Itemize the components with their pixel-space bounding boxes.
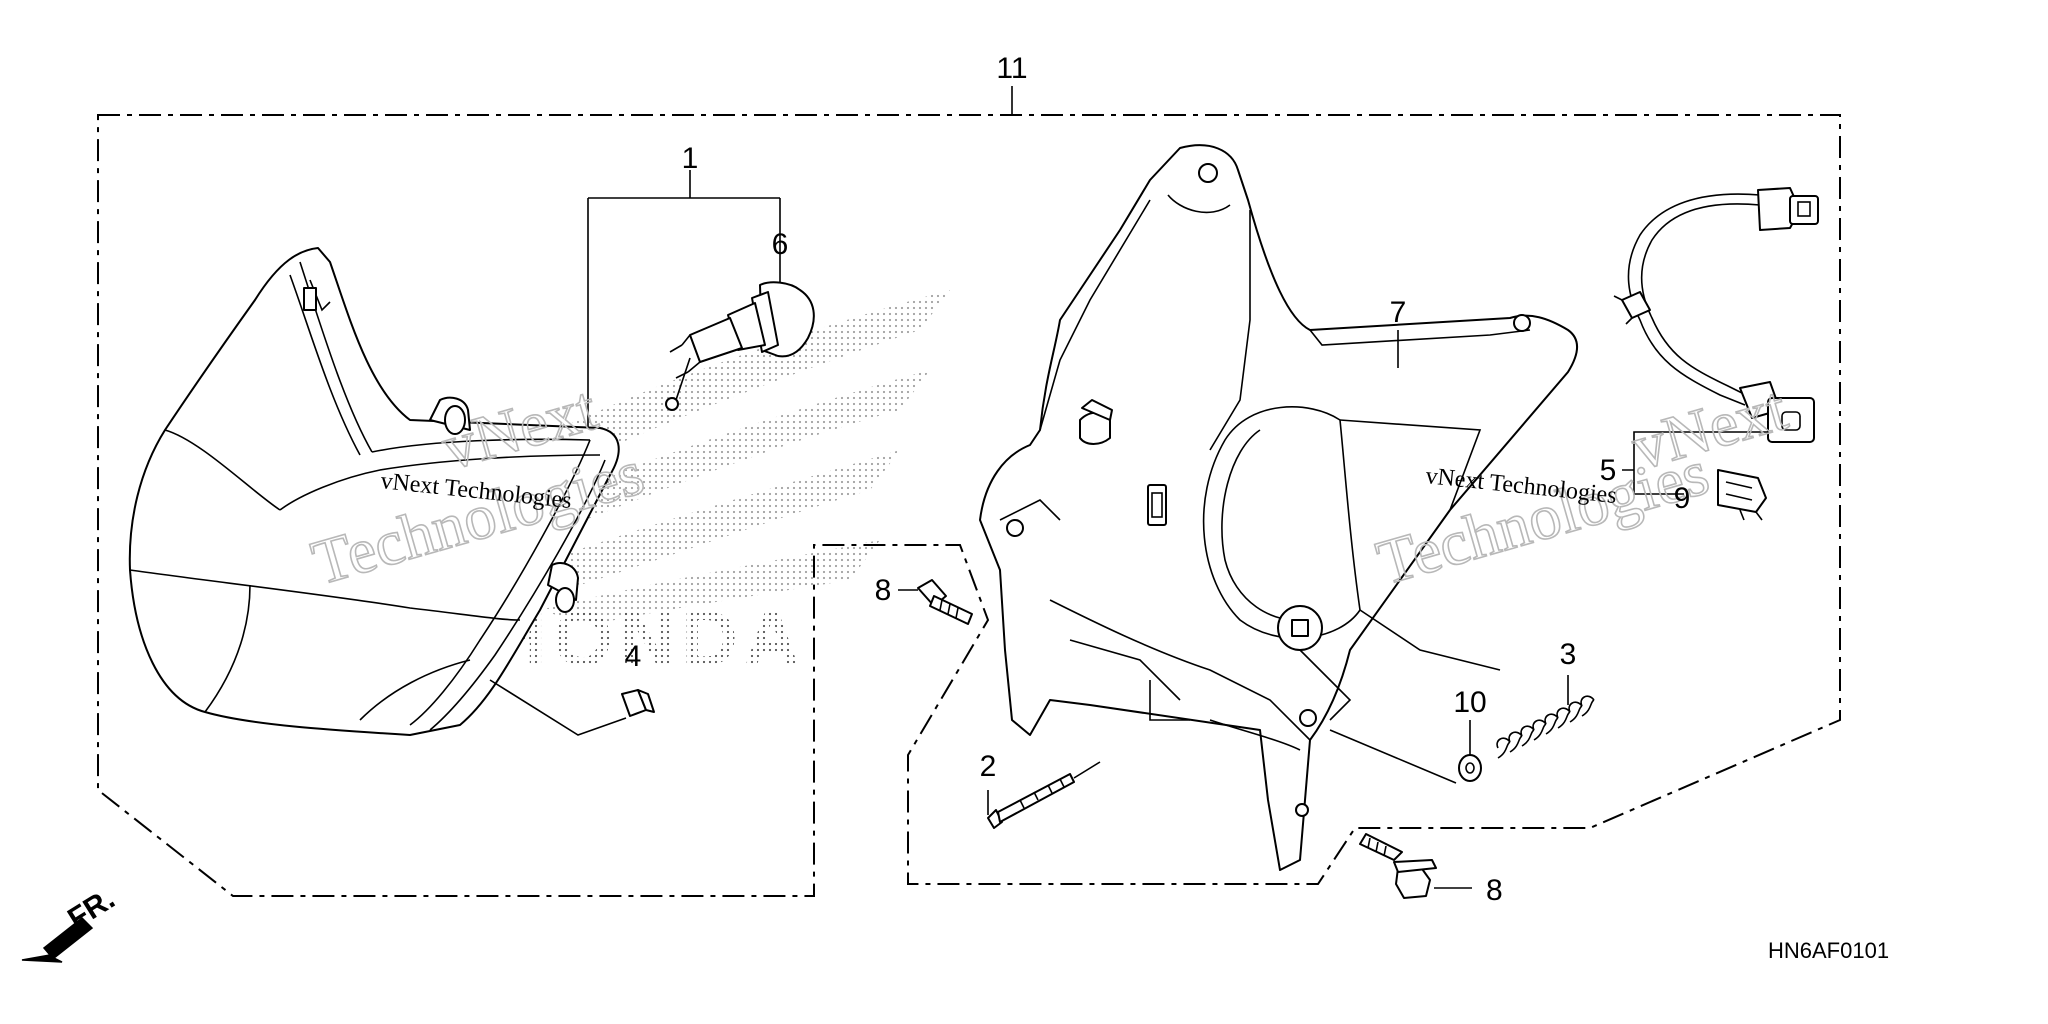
callout-4: 4 xyxy=(625,640,642,673)
callout-7: 7 xyxy=(1390,296,1407,329)
callout-3: 3 xyxy=(1560,638,1577,671)
screw-upper xyxy=(917,579,973,625)
front-direction-marker: FR. xyxy=(21,882,121,963)
callout-labels: 11 1 6 7 5 9 8 4 2 10 3 8 xyxy=(625,52,1691,907)
callout-11: 11 xyxy=(996,52,1027,85)
socket xyxy=(1717,469,1767,521)
drawing-code: HN6AF0101 xyxy=(1768,938,1889,963)
nut xyxy=(621,689,655,717)
callout-6: 6 xyxy=(772,228,789,261)
callout-9: 9 xyxy=(1674,482,1691,515)
callout-10: 10 xyxy=(1453,686,1486,719)
leader-4 xyxy=(489,679,627,736)
long-screw xyxy=(987,773,1075,829)
headlight-unit xyxy=(128,247,620,736)
callout-8-upper: 8 xyxy=(875,574,892,607)
callout-8-lower: 8 xyxy=(1486,874,1503,907)
leader-1 xyxy=(587,170,781,450)
leader-10 xyxy=(1329,720,1471,784)
headlight-case xyxy=(979,144,1578,871)
assembly-boundary-dashed xyxy=(97,114,1841,897)
bulb xyxy=(665,281,815,411)
callout-1: 1 xyxy=(682,142,699,175)
leader-2 xyxy=(987,761,1101,815)
callout-2: 2 xyxy=(980,750,997,783)
leader-5 xyxy=(1622,431,1768,495)
wire-harness xyxy=(1613,187,1819,443)
callout-5: 5 xyxy=(1600,454,1617,487)
spring xyxy=(1496,695,1595,759)
bolt-lower xyxy=(1359,833,1437,899)
washer xyxy=(1458,754,1482,782)
